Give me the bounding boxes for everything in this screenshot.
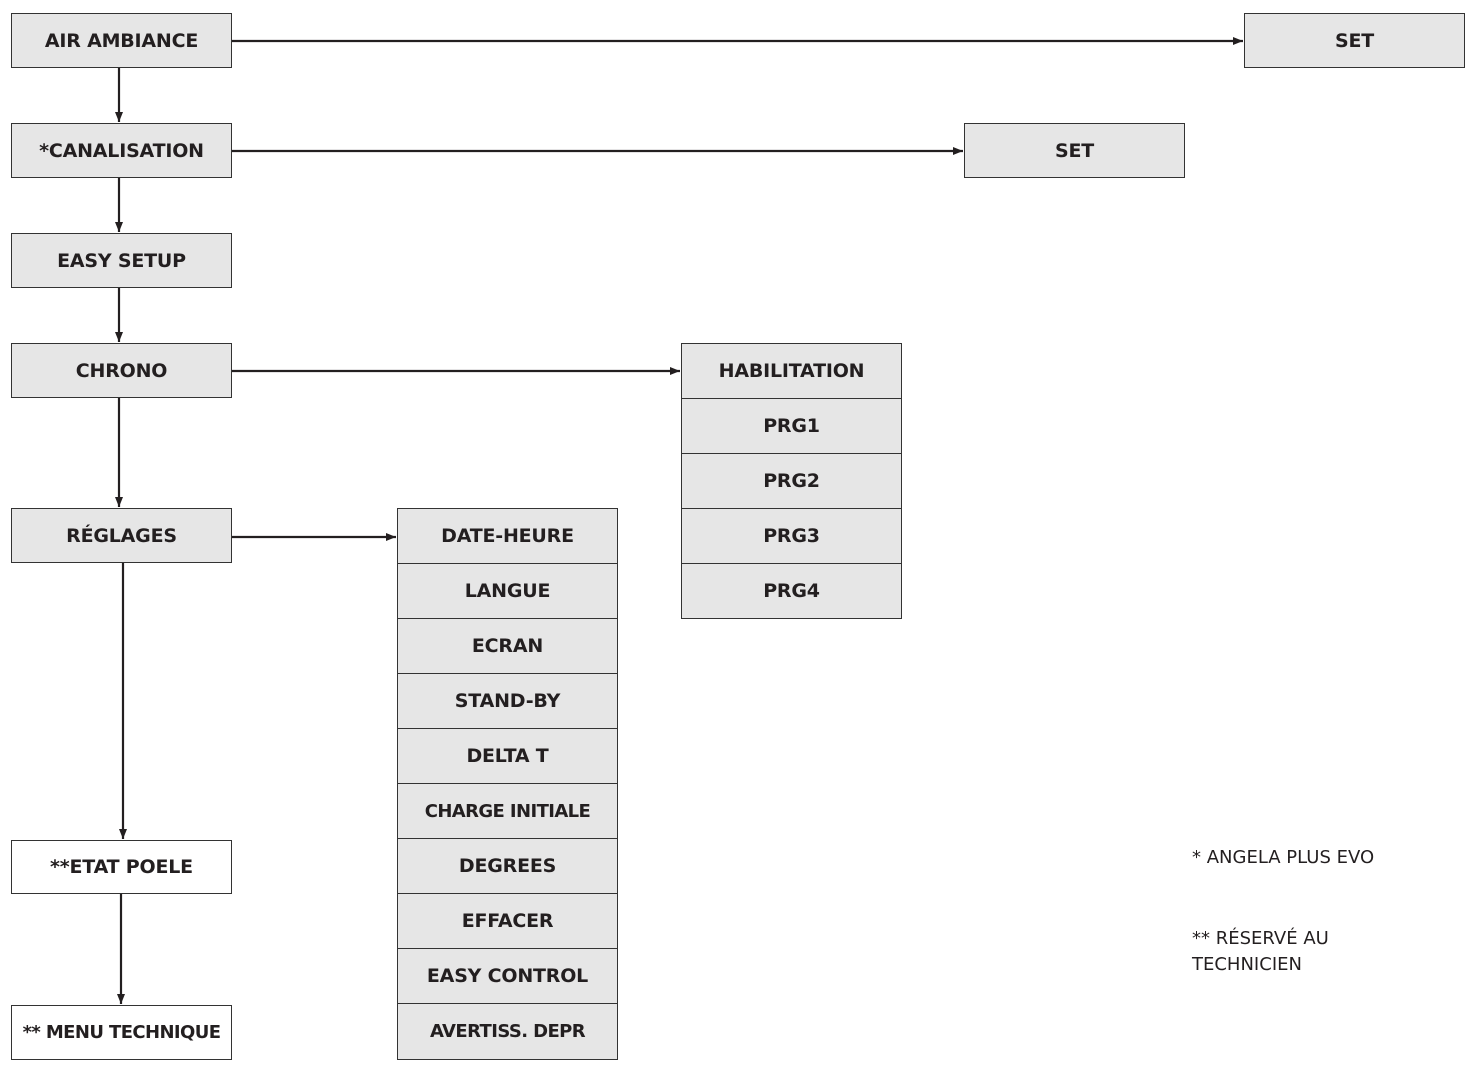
box-canalisation: *CANALISATION xyxy=(11,123,232,178)
box-chrono: CHRONO xyxy=(11,343,232,398)
box-reglages-delta-t: DELTA T xyxy=(397,728,618,784)
footnote-line-2: TECHNICIEN xyxy=(1192,954,1302,975)
box-air-ambiance: AIR AMBIANCE xyxy=(11,13,232,68)
box-chrono-prg3: PRG3 xyxy=(681,508,902,564)
box-reglages-stand-by: STAND-BY xyxy=(397,673,618,729)
footnote-angela-plus-evo: * ANGELA PLUS EVO xyxy=(1192,847,1375,868)
box-reglages-degrees: DEGREES xyxy=(397,838,618,894)
box-reglages-langue: LANGUE xyxy=(397,563,618,619)
box-chrono-prg2: PRG2 xyxy=(681,453,902,509)
box-chrono-prg1: PRG1 xyxy=(681,398,902,454)
box-reglages-effacer: EFFACER xyxy=(397,893,618,949)
box-air-ambiance-set: SET xyxy=(1244,13,1465,68)
box-easy-setup: EASY SETUP xyxy=(11,233,232,288)
box-canalisation-set: SET xyxy=(964,123,1185,178)
footnote-reserve-technicien: ** RÉSERVÉ AU TECHNICIEN xyxy=(1192,926,1329,978)
box-reglages-date-heure: DATE-HEURE xyxy=(397,508,618,564)
footnote-line-1: ** RÉSERVÉ AU xyxy=(1192,928,1329,949)
box-chrono-prg4: PRG4 xyxy=(681,563,902,619)
box-reglages-easy-control: EASY CONTROL xyxy=(397,948,618,1004)
box-etat-poele: **ETAT POELE xyxy=(11,840,232,894)
box-reglages-ecran: ECRAN xyxy=(397,618,618,674)
box-chrono-habilitation: HABILITATION xyxy=(681,343,902,399)
box-reglages-charge-initiale: CHARGE INITIALE xyxy=(397,783,618,839)
box-reglages-avertiss-depr: AVERTISS. DEPR xyxy=(397,1003,618,1060)
box-reglages: RÉGLAGES xyxy=(11,508,232,563)
box-menu-technique: ** MENU TECHNIQUE xyxy=(11,1005,232,1060)
